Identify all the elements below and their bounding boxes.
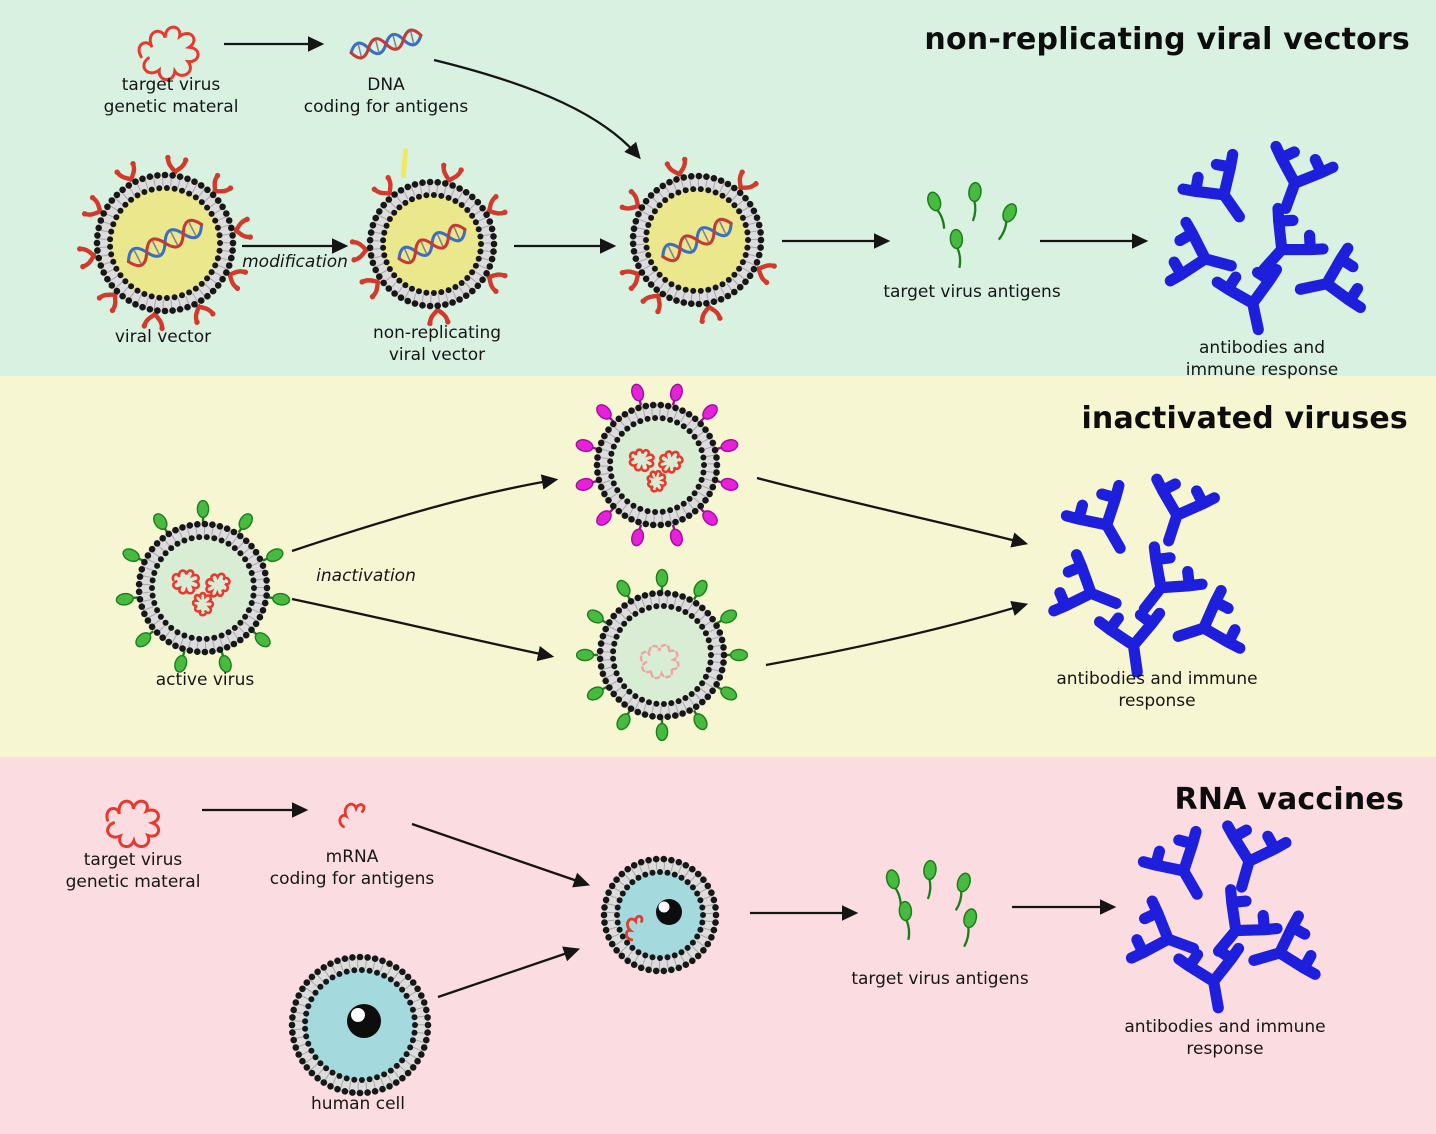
label-active-virus: active virus	[155, 670, 255, 690]
transfected-cell	[600, 855, 720, 975]
antibody	[1294, 242, 1366, 314]
viral-vector-virus	[77, 154, 253, 332]
section-title-viral-vectors: non-replicating viral vectors	[924, 22, 1410, 57]
label-target-antigens-2: target virus antigens	[851, 969, 1029, 989]
active-virus	[115, 499, 291, 673]
antibody	[1212, 884, 1283, 957]
label-antibodies-2: antibodies and immune response	[1056, 669, 1258, 712]
antigen	[949, 228, 964, 269]
antibody	[1138, 541, 1208, 615]
cell-nucleus	[347, 1004, 381, 1038]
target-virus-antigens-group-2	[885, 859, 978, 948]
antigen	[927, 191, 946, 229]
human-cell	[288, 953, 432, 1097]
antibody	[1211, 264, 1283, 336]
label-target-antigens-1: target virus antigens	[883, 282, 1061, 302]
antibody	[1094, 607, 1166, 678]
antibody	[1060, 479, 1126, 554]
antigen	[954, 872, 971, 911]
section-title-rna: RNA vaccines	[1174, 782, 1404, 817]
stray-mark	[400, 148, 409, 178]
label-modification: modification	[242, 252, 348, 272]
arrow-top-virus-to-antibodies	[756, 476, 1029, 548]
loaded-vector-virus	[619, 156, 777, 325]
antibody-cluster-1	[1164, 140, 1366, 336]
antibody	[1177, 148, 1245, 223]
antibody	[1248, 910, 1321, 980]
label-human-cell: human cell	[311, 1094, 405, 1114]
antigen	[923, 859, 937, 900]
antigen	[898, 900, 913, 941]
antigen	[997, 203, 1018, 241]
antigen	[963, 908, 978, 948]
antibody-cluster-2	[1048, 473, 1246, 678]
antibody	[1048, 549, 1122, 617]
target-virus-genetic-material-squiggle-2	[105, 799, 161, 849]
arrow-cell-to-transfected	[437, 946, 581, 999]
label-antibodies-3: antibodies and immune response	[1124, 1017, 1326, 1060]
arrow-inactivation-top	[291, 474, 559, 553]
arrow-mrna-to-cell	[411, 822, 591, 888]
antibody	[1137, 825, 1203, 900]
label-mrna-coding: mRNA coding for antigens	[269, 847, 435, 890]
inactivated-virus-bottom	[575, 568, 749, 742]
label-nonreplicating-vector: non-replicating viral vector	[372, 323, 502, 366]
antibody	[1258, 202, 1329, 276]
antibody	[1270, 140, 1339, 215]
antibody-cluster-3	[1125, 820, 1321, 1014]
antibody	[1164, 216, 1237, 287]
inactivated-virus-top	[575, 383, 739, 547]
label-genetic-material-2: target virus genetic materal	[65, 850, 201, 893]
antibody	[1125, 895, 1200, 964]
antibody	[1173, 942, 1245, 1014]
nonreplicating-vector-virus	[349, 162, 508, 327]
dna-icon	[349, 28, 423, 60]
label-viral-vector: viral vector	[114, 327, 212, 347]
target-virus-antigens-group-1	[927, 181, 1018, 269]
arrow-bottom-virus-to-antibodies	[765, 600, 1029, 667]
label-antibodies-1: antibodies and immune response	[1185, 338, 1339, 381]
mrna-icon	[338, 802, 366, 829]
antigen	[968, 181, 982, 222]
label-dna-coding: DNA coding for antigens	[303, 75, 469, 118]
label-inactivation: inactivation	[316, 566, 416, 586]
section-title-inactivated: inactivated viruses	[1081, 401, 1408, 436]
arrow-dna-to-loaded-vector	[433, 58, 641, 160]
antibody	[1222, 820, 1292, 893]
arrow-inactivation-bottom	[291, 597, 555, 662]
cell-nucleus	[656, 899, 682, 925]
antibody	[1151, 473, 1220, 547]
target-virus-genetic-material-squiggle-1	[137, 25, 200, 82]
label-genetic-material-1: target virus genetic materal	[103, 75, 239, 118]
antibody	[1172, 585, 1246, 654]
